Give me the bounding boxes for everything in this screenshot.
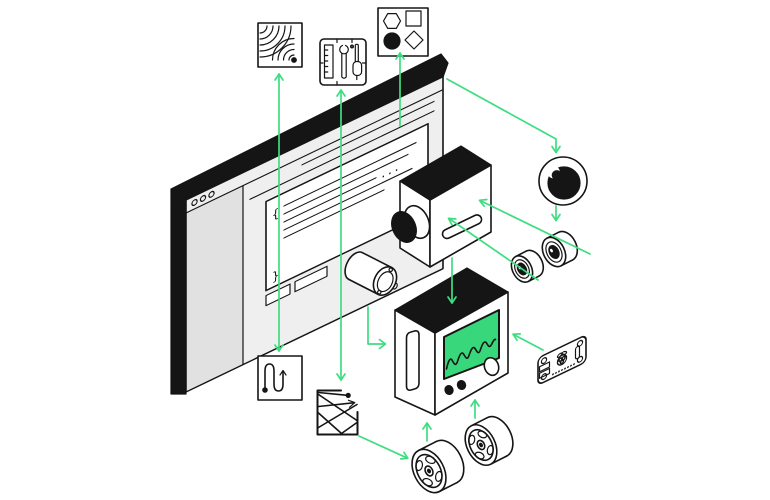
control-knob [483, 356, 500, 377]
sbc-mount-hole [576, 355, 584, 363]
wheel-spoke-hole [477, 430, 488, 439]
serpentine-path [264, 363, 284, 392]
wheel [411, 439, 465, 494]
nav-line-short [301, 100, 435, 166]
window-dot [191, 198, 198, 207]
motor-screw [388, 267, 394, 273]
code-line [283, 141, 417, 207]
motion-start-dot [345, 392, 351, 398]
arrow-lens-camera-1 [478, 198, 591, 255]
control-vent-slot [405, 330, 420, 391]
code-line [283, 153, 409, 215]
code-editor-window: { ... } [170, 53, 449, 395]
arrow-wheel2-control [470, 399, 480, 419]
shapes-icon [377, 7, 429, 57]
lens-roller [541, 230, 579, 268]
wheel-spoke-hole [415, 460, 424, 472]
path-start-dot [262, 387, 268, 393]
arrow-motion-wheel [358, 435, 409, 460]
eye-highlight-cut [551, 170, 562, 181]
sbc-mount-hole [576, 339, 584, 347]
lens-glint [550, 248, 553, 253]
signal-origin-dot [291, 57, 297, 63]
wheel-spoke-hole [474, 451, 485, 460]
toolkit-icon [319, 38, 367, 86]
motion-arrowhead [347, 399, 356, 408]
camera-module [391, 145, 492, 268]
path-arrowhead [279, 369, 287, 376]
arrow-eye-lens [551, 205, 561, 222]
motor-encoder [344, 251, 398, 296]
motor-screw [376, 289, 382, 295]
motor-face [372, 266, 398, 296]
editor-footer-button [265, 283, 291, 307]
motion-planning-icon [316, 389, 359, 436]
lens-ring [514, 259, 530, 279]
arrow-editor-eye [446, 78, 561, 154]
hexagon-icon [382, 13, 402, 29]
arrow-motor-control [367, 306, 387, 350]
arrow-camera-control [447, 257, 457, 304]
close-brace: } [272, 267, 279, 285]
lens-ring [545, 241, 563, 263]
toolkit-dot [349, 44, 354, 49]
wheel-hub-center [426, 468, 432, 474]
lens-roller [510, 249, 545, 283]
circle-icon [383, 32, 401, 50]
wheel-spoke-hole [434, 470, 443, 482]
arrow-editor-signal [274, 73, 284, 352]
code-line [283, 167, 413, 231]
control-button-dot [456, 379, 467, 391]
arrow-editor-shapes [395, 52, 405, 127]
arrow-wheel1-control [422, 422, 432, 442]
wheel-hub [424, 465, 434, 477]
arrow-sbc-control [512, 333, 544, 351]
raspberry-logo-icon [556, 350, 568, 366]
sbc-port [538, 361, 551, 373]
wheel-spoke-hole [486, 444, 495, 456]
sbc-board [537, 335, 587, 385]
wheel [464, 415, 514, 466]
sbc-port [538, 367, 551, 379]
wheel-hub [476, 439, 486, 451]
eye [538, 156, 588, 206]
sbc-mount-hole [540, 357, 548, 365]
wheel-spoke-hole [425, 455, 436, 465]
code-line [283, 177, 377, 223]
camera-right-face [429, 164, 492, 268]
lens-pupil [548, 244, 560, 260]
connection-arrows [274, 52, 591, 460]
nav-line-long [249, 110, 435, 200]
wheel-spoke-hole [422, 477, 433, 487]
diamond-icon [404, 30, 424, 50]
arrow-editor-toolkit [336, 89, 346, 381]
sbc-pin-row [552, 363, 575, 376]
serpentine-path-icon [257, 355, 303, 401]
window-dot [199, 194, 207, 202]
editor-footer-button [294, 265, 328, 293]
window-dot [208, 190, 215, 198]
wheel-hub-center [479, 442, 483, 448]
sbc-slot [574, 345, 581, 360]
waveform-trace [445, 338, 497, 370]
wheel-rim [468, 428, 494, 462]
traffic-light-dots [191, 190, 215, 207]
wheel-rim [415, 453, 443, 489]
signal-icon [257, 22, 303, 68]
screwdriver-icon [354, 43, 359, 63]
square-icon [405, 10, 422, 27]
motion-frame [316, 389, 359, 436]
window-sidebar [187, 186, 243, 391]
wheel-spoke-hole [467, 434, 476, 446]
open-brace: { [272, 205, 279, 223]
code-line [283, 189, 385, 239]
control-button-dot [444, 384, 454, 396]
camera-lens-icon [391, 211, 417, 243]
control-unit [394, 267, 509, 416]
arrow-lens-camera-2 [447, 217, 539, 281]
